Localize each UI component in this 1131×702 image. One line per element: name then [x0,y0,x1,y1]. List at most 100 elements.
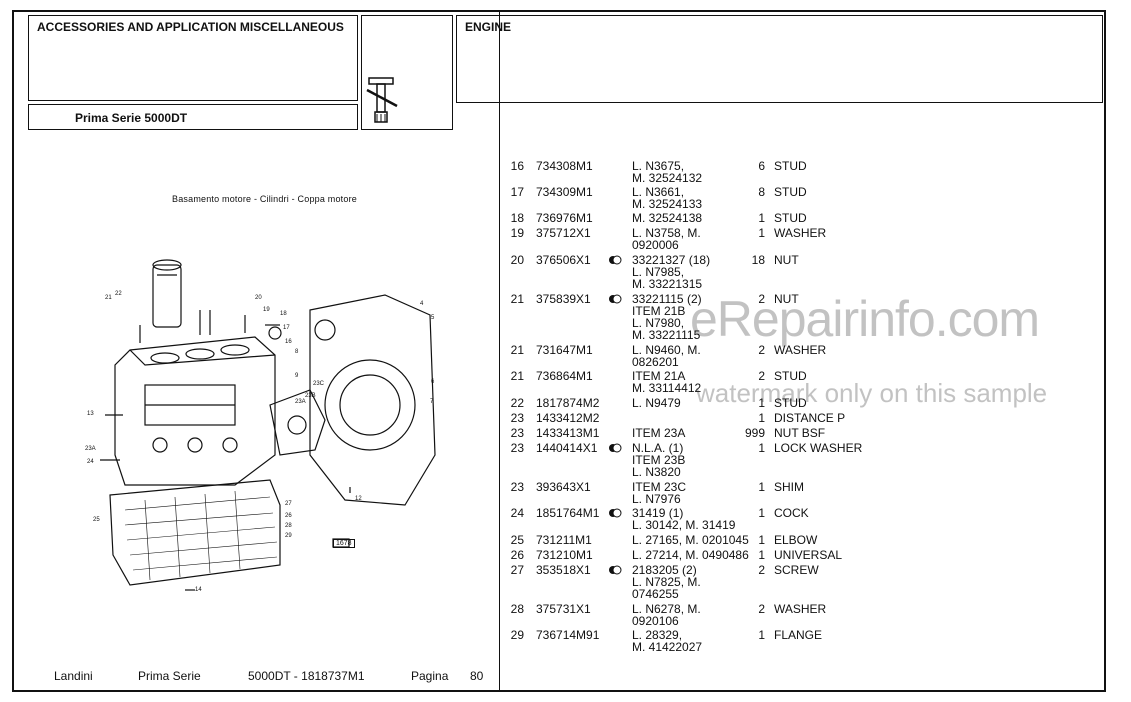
part-number: 736976M1 [536,211,593,225]
group-title-box: ENGINE [456,15,1103,103]
part-notes: L. N6278, M.0920106 [632,603,701,627]
svg-text:23A: 23A [295,399,306,405]
svg-text:16: 16 [285,339,292,345]
ref-number: 17 [510,185,524,199]
quantity: 1 [758,226,765,240]
svg-text:4: 4 [420,301,424,307]
part-note-line: M. 33221115 [632,328,701,342]
tool-icon [366,77,398,123]
replacement-symbol-icon [608,255,622,267]
part-note-line: 2183205 (2) [632,563,697,577]
part-notes: L. N3675,M. 32524132 [632,160,702,184]
ref-number: 23 [510,441,524,455]
part-note-line: L. 27214, M. 0490486 [632,548,749,562]
svg-text:20: 20 [255,295,262,301]
footer-page-number: 80 [470,669,484,683]
svg-text:24: 24 [87,459,94,465]
part-note-line: ITEM 21A [632,369,686,383]
svg-text:12: 12 [355,496,362,502]
svg-text:13: 13 [87,411,94,417]
svg-text:5: 5 [431,315,435,321]
part-note-line: L. N3820 [632,465,681,479]
description: DISTANCE P [774,411,846,425]
description: WASHER [774,343,827,357]
part-note-line: 33221115 (2) [632,292,702,306]
svg-text:22: 22 [115,291,122,297]
part-notes: L. N9479 [632,397,681,409]
part-number: 353518X1 [536,563,591,577]
svg-text:23B: 23B [305,393,316,399]
description: ELBOW [774,533,818,547]
replacement-symbol-icon [608,294,622,306]
ref-number: 24 [510,506,524,520]
part-note-line: M. 32524133 [632,197,703,211]
part-note-line: L. N9460, M. [632,343,701,357]
part-note-line: M. 32524132 [632,171,703,185]
ref-number: 28 [510,602,524,616]
description: STUD [774,159,807,173]
part-number: 375731X1 [536,602,591,616]
part-number: 393643X1 [536,480,591,494]
ref-number: 18 [510,211,524,225]
svg-text:14: 14 [195,587,202,593]
group-title: ENGINE [465,20,512,34]
part-note-line: L. N3661, [632,185,685,199]
part-notes: L. N3661,M. 32524133 [632,186,702,210]
description: STUD [774,211,807,225]
ref-number: 27 [510,563,524,577]
diagram-ref-code: 1678 [333,539,355,548]
part-note-line: 33221327 (18) [632,253,711,267]
column-divider [499,10,500,692]
svg-text:21: 21 [105,295,112,301]
part-note-line: L. 30142, M. 31419 [632,518,736,532]
part-note-line: L. N7985, [632,265,685,279]
description: FLANGE [774,628,823,642]
part-number: 375712X1 [536,226,591,240]
part-note-line: 31419 (1) [632,506,684,520]
ref-number: 16 [510,159,524,173]
part-number: 731211M1 [536,533,592,547]
part-number: 1433413M1 [536,426,600,440]
part-number: 736714M91 [536,628,600,642]
part-notes: 2183205 (2)L. N7825, M.0746255 [632,564,701,600]
footer-model: 5000DT - 1818737M1 [248,669,365,683]
part-number: 1851764M1 [536,506,600,520]
replacement-symbol-icon [608,443,622,455]
svg-text:6: 6 [431,379,435,385]
svg-text:17: 17 [283,325,290,331]
svg-text:23C: 23C [313,381,325,387]
diagram-title: Basamento motore - Cilindri - Coppa moto… [172,194,357,204]
quantity: 1 [758,548,765,562]
quantity: 18 [751,253,765,267]
description: SHIM [774,480,804,494]
quantity: 2 [758,602,765,616]
description: NUT [774,253,799,267]
part-note-line: M. 33221315 [632,277,703,291]
ref-number: 22 [510,396,524,410]
ref-number: 26 [510,548,524,562]
part-number: 734308M1 [536,159,593,173]
description: NUT [774,292,799,306]
part-notes: M. 32524138 [632,212,702,224]
svg-text:26: 26 [285,513,292,519]
description: STUD [774,396,807,410]
svg-text:18: 18 [280,311,287,317]
part-notes: ITEM 23A [632,427,685,439]
part-notes: L. N9460, M.0826201 [632,344,701,368]
part-number: 1440414X1 [536,441,598,455]
quantity: 2 [758,343,765,357]
svg-text:28: 28 [285,523,292,529]
part-number: 731210M1 [536,548,593,562]
part-note-line: M. 32524138 [632,211,703,225]
quantity: 2 [758,563,765,577]
footer-series: Prima Serie [138,669,201,683]
series-label-box: Prima Serie 5000DT [28,104,358,130]
quantity: 6 [758,159,765,173]
part-note-line: L. N9479 [632,396,681,410]
quantity: 8 [758,185,765,199]
